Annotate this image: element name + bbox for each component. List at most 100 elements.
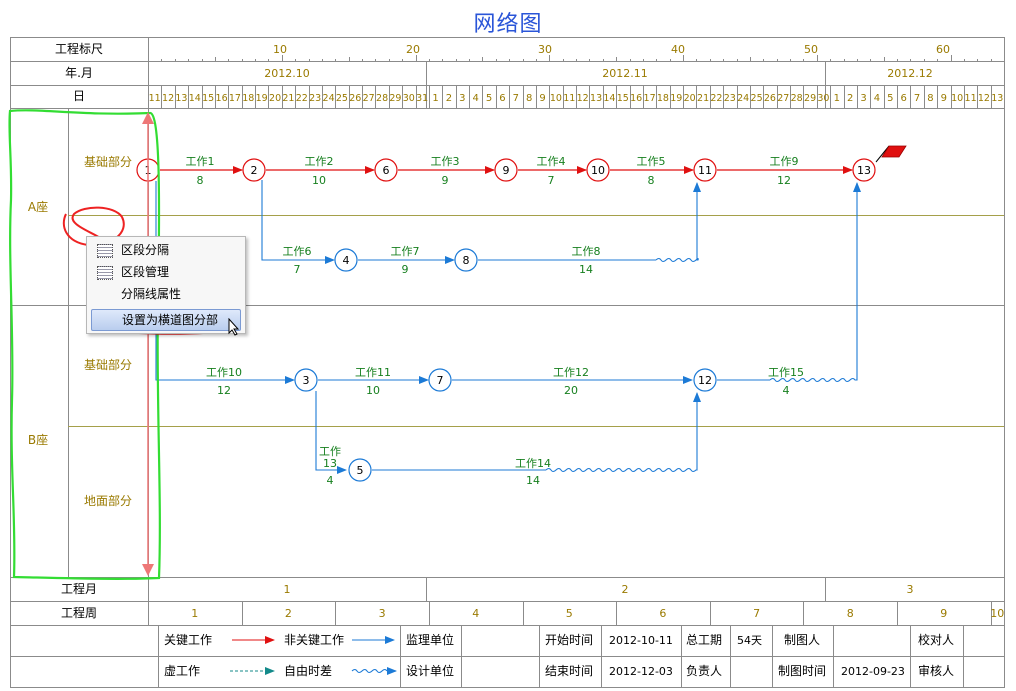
footer-labels: 工程月 工程周 bbox=[61, 581, 97, 620]
day-label: 20 bbox=[684, 93, 696, 104]
day-label: 4 bbox=[874, 93, 880, 104]
activity-name-line2: 13 bbox=[323, 457, 337, 470]
row-label-month: 年.月 bbox=[65, 66, 93, 80]
menu-item-set-gantt-section[interactable]: 设置为横道图分部 bbox=[91, 309, 241, 331]
day-label: 2 bbox=[847, 93, 853, 104]
day-label: 7 bbox=[513, 93, 519, 104]
project-month: 1 bbox=[284, 583, 291, 596]
group-label-b: B座 bbox=[28, 432, 48, 447]
node-label: 3 bbox=[303, 374, 310, 387]
day-label: 8 bbox=[927, 93, 933, 104]
node-6[interactable]: 6 bbox=[374, 158, 398, 182]
node-label: 11 bbox=[698, 164, 712, 177]
node-2[interactable]: 2 bbox=[242, 158, 266, 182]
legend-total-value: 54天 bbox=[737, 634, 762, 647]
menu-item-section-split[interactable]: 区段分隔 bbox=[91, 240, 239, 260]
day-label: 1 bbox=[432, 93, 438, 104]
activity-name: 工作8 bbox=[572, 245, 601, 258]
day-label: 24 bbox=[323, 93, 335, 104]
activity-name: 工作 bbox=[319, 445, 341, 458]
activity-duration: 8 bbox=[648, 174, 655, 187]
month-label: 2012.10 bbox=[264, 67, 310, 80]
legend-start-label: 开始时间 bbox=[545, 633, 593, 647]
part-label: 地面部分 bbox=[84, 493, 132, 508]
activity-name: 工作14 bbox=[515, 457, 551, 470]
ruler-labels: 10 20 30 40 50 60 bbox=[273, 43, 950, 56]
activity-name: 工作2 bbox=[305, 155, 334, 168]
activity-name: 工作11 bbox=[355, 366, 391, 379]
ruler-mark: 60 bbox=[936, 43, 950, 56]
context-menu: 区段分隔 区段管理 分隔线属性 设置为横道图分部 bbox=[86, 236, 246, 334]
activity-name: 工作4 bbox=[537, 155, 566, 168]
menu-item-section-manage[interactable]: 区段管理 bbox=[91, 262, 239, 282]
node-5[interactable]: 5 bbox=[348, 458, 372, 482]
node-13[interactable]: 13 bbox=[852, 158, 876, 182]
day-label: 18 bbox=[657, 93, 669, 104]
legend-draw-time-value: 2012-09-23 bbox=[841, 665, 905, 678]
activity-duration: 4 bbox=[783, 384, 790, 397]
day-label: 9 bbox=[539, 93, 545, 104]
row-label-ruler: 工程标尺 bbox=[55, 41, 103, 56]
day-label: 13 bbox=[175, 93, 187, 104]
legend-reviewer-label: 审核人 bbox=[918, 663, 954, 678]
section-labels: A座 B座 基础部分 基础部分 地面部分 bbox=[28, 154, 132, 508]
node-label: 5 bbox=[357, 464, 364, 477]
node-12[interactable]: 12 bbox=[693, 368, 717, 392]
activity-labels: 工作1 8 工作2 10 工作3 9 工作4 7 工作5 8 工作9 12 工作… bbox=[186, 155, 805, 487]
legend-designer: 设计单位 bbox=[406, 663, 454, 678]
activity-name: 工作12 bbox=[553, 366, 589, 379]
day-label: 9 bbox=[941, 93, 947, 104]
node-3[interactable]: 3 bbox=[294, 368, 318, 392]
activity-duration: 10 bbox=[312, 174, 326, 187]
node-10[interactable]: 10 bbox=[586, 158, 610, 182]
page-title: 网络图 bbox=[473, 12, 543, 37]
legend-symbols bbox=[230, 636, 397, 675]
activity-duration: 20 bbox=[564, 384, 578, 397]
day-label: 11 bbox=[149, 93, 161, 104]
network-nodes: 1 2 6 9 10 11 13 4 8 3 7 12 5 bbox=[136, 158, 876, 482]
ruler-mark: 20 bbox=[406, 43, 420, 56]
node-11[interactable]: 11 bbox=[693, 158, 717, 182]
activity-duration: 9 bbox=[442, 174, 449, 187]
node-label: 6 bbox=[383, 164, 390, 177]
day-label: 15 bbox=[617, 93, 629, 104]
day-label: 29 bbox=[389, 93, 401, 104]
activity-duration: 7 bbox=[548, 174, 555, 187]
day-label: 16 bbox=[216, 93, 228, 104]
day-label: 16 bbox=[630, 93, 642, 104]
month-label: 2012.12 bbox=[887, 67, 933, 80]
node-9[interactable]: 9 bbox=[494, 158, 518, 182]
day-label: 23 bbox=[309, 93, 321, 104]
node-label: 7 bbox=[437, 374, 444, 387]
node-label: 12 bbox=[698, 374, 712, 387]
day-label: 12 bbox=[978, 93, 990, 104]
day-label: 4 bbox=[473, 93, 479, 104]
activity-duration: 9 bbox=[402, 263, 409, 276]
ruler-mark: 30 bbox=[538, 43, 552, 56]
arrow-2-4[interactable] bbox=[261, 180, 335, 264]
arrow-3-5[interactable] bbox=[315, 391, 347, 474]
node-7[interactable]: 7 bbox=[428, 368, 452, 392]
day-label: 24 bbox=[737, 93, 749, 104]
grid-frame bbox=[10, 37, 1005, 688]
ruler-mark: 50 bbox=[804, 43, 818, 56]
menu-item-label: 分隔线属性 bbox=[121, 287, 182, 301]
legend-owner-label: 负责人 bbox=[686, 664, 722, 678]
legend-noncritical: 非关键工作 bbox=[284, 633, 344, 647]
day-label: 21 bbox=[697, 93, 709, 104]
day-label: 2 bbox=[446, 93, 452, 104]
day-label: 8 bbox=[526, 93, 532, 104]
day-label: 23 bbox=[724, 93, 736, 104]
legend-drawer-label: 制图人 bbox=[784, 633, 820, 647]
day-label: 20 bbox=[269, 93, 281, 104]
day-label: 27 bbox=[363, 93, 375, 104]
legend-float: 自由时差 bbox=[284, 664, 332, 678]
menu-item-divider-properties[interactable]: 分隔线属性 bbox=[91, 284, 239, 304]
node-8[interactable]: 8 bbox=[454, 248, 478, 272]
ruler-mark: 40 bbox=[671, 43, 685, 56]
day-label: 22 bbox=[296, 93, 308, 104]
project-week: 1 bbox=[191, 607, 198, 620]
day-label: 25 bbox=[336, 93, 348, 104]
menu-item-label: 区段管理 bbox=[121, 265, 170, 279]
node-4[interactable]: 4 bbox=[334, 248, 358, 272]
